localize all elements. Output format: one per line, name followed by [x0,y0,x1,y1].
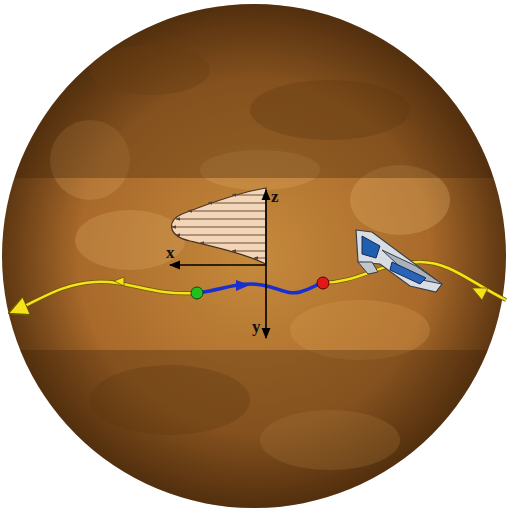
dark-band [0,0,508,178]
axes [170,190,266,338]
profile-hatch [172,195,266,258]
axis-label: z [271,188,279,205]
wind-profile [172,188,266,264]
axis-label: x [166,244,175,261]
trajectory-arrow [114,277,124,286]
axis-label: y [252,318,261,335]
trajectory [12,282,197,312]
trajectory-outline [12,282,197,312]
dark-band [0,350,508,508]
end-point [317,277,329,289]
aircraft [356,230,442,292]
segment-arrow [236,280,250,291]
start-point [191,287,203,299]
controlled-segment [197,283,323,293]
trajectory-arrow [472,288,488,300]
